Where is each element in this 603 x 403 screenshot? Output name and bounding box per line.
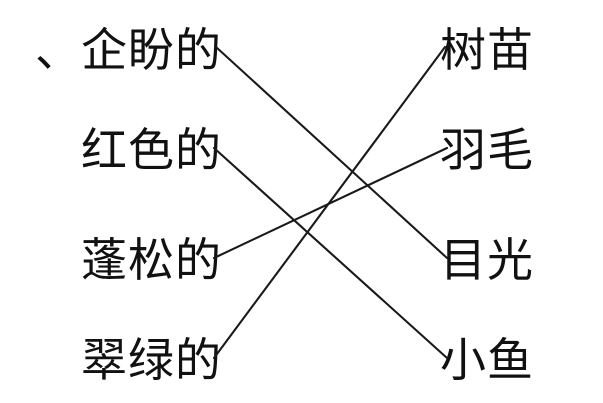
connection-line-2[interactable]: [212, 146, 449, 360]
right-term-row-4[interactable]: 小鱼: [440, 328, 603, 392]
left-term-row-2[interactable]: 红色的: [0, 118, 222, 182]
right-term-label-3: 目光: [440, 233, 534, 287]
right-term-label-2: 羽毛: [440, 123, 534, 177]
right-term-row-2[interactable]: 羽毛: [440, 118, 603, 182]
right-term-label-1: 树苗: [440, 23, 534, 77]
right-term-label-4: 小鱼: [440, 333, 534, 387]
left-term-row-4[interactable]: 翠绿的: [0, 328, 222, 392]
left-term-label-4: 翠绿的: [81, 333, 222, 387]
left-term-column: 、企盼的 红色的 蓬松的 翠绿的: [0, 0, 222, 403]
right-term-column: 树苗 羽毛 目光 小鱼: [440, 0, 603, 403]
right-term-row-3[interactable]: 目光: [440, 228, 603, 292]
connection-line-4[interactable]: [212, 45, 447, 360]
left-term-label-2: 红色的: [81, 123, 222, 177]
connection-line-1[interactable]: [214, 45, 449, 260]
right-term-row-1[interactable]: 树苗: [440, 18, 603, 82]
exercise-number: 、: [35, 23, 81, 77]
connection-line-3[interactable]: [212, 146, 449, 260]
left-term-row-3[interactable]: 蓬松的: [0, 228, 222, 292]
left-term-label-3: 蓬松的: [81, 233, 222, 287]
left-term-label-1: 企盼的: [81, 23, 222, 77]
left-term-row-1[interactable]: 、企盼的: [0, 18, 222, 82]
